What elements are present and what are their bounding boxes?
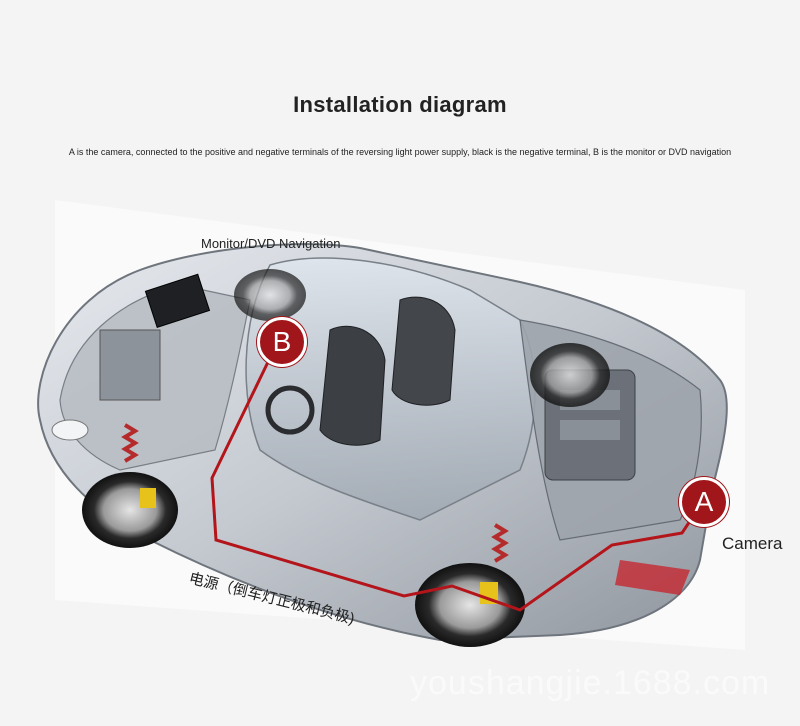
watermark: youshangjie.1688.com bbox=[410, 664, 771, 702]
diagram-subtitle: A is the camera, connected to the positi… bbox=[68, 147, 732, 157]
rear-right-wheel bbox=[530, 343, 610, 407]
brake-caliper bbox=[140, 488, 156, 508]
marker-a: A bbox=[679, 477, 729, 527]
steering-wheel bbox=[265, 385, 315, 435]
marker-b: B bbox=[257, 317, 307, 367]
power-wire bbox=[210, 361, 702, 612]
front-right-wheel bbox=[234, 269, 306, 321]
front-suspension bbox=[121, 423, 509, 563]
monitor-screen bbox=[144, 273, 211, 329]
radiator bbox=[99, 329, 161, 401]
driver-seat bbox=[319, 325, 386, 446]
monitor-label: Monitor/DVD Navigation bbox=[201, 236, 341, 251]
front-left-wheel bbox=[82, 472, 178, 548]
headlight bbox=[51, 419, 89, 441]
diagram-title: Installation diagram bbox=[293, 92, 507, 117]
passenger-seat bbox=[391, 296, 456, 406]
camera-label: Camera bbox=[722, 534, 783, 553]
cabin-glass bbox=[245, 257, 536, 521]
engine-detail bbox=[560, 420, 620, 440]
tail-light bbox=[615, 560, 690, 595]
